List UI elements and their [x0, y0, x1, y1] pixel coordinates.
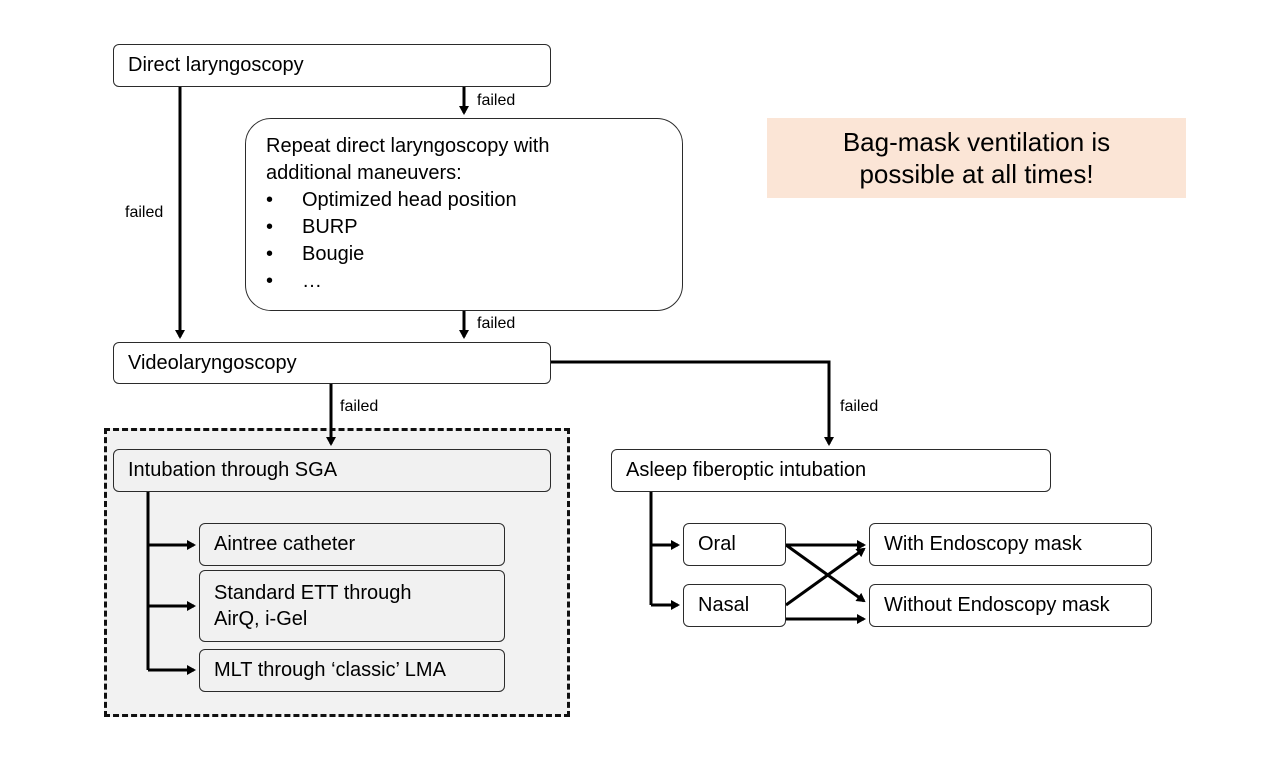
- bag-mask-note: Bag-mask ventilation is possible at all …: [767, 118, 1186, 198]
- node-label: Without Endoscopy mask: [884, 594, 1110, 616]
- arrow-nasal-to-with-mask: [785, 547, 866, 607]
- node-direct-laryngoscopy: Direct laryngoscopy: [113, 44, 551, 87]
- node-label-line2: AirQ, i-Gel: [214, 608, 308, 630]
- node-with-endoscopy-mask: With Endoscopy mask: [869, 523, 1152, 566]
- list-item: …: [266, 268, 682, 295]
- note-line2: possible at all times!: [859, 159, 1094, 189]
- note-line1: Bag-mask ventilation is: [842, 127, 1111, 157]
- node-standard-ett: Standard ETT through AirQ, i-Gel: [199, 570, 505, 642]
- node-label: MLT through ‘classic’ LMA: [214, 659, 446, 681]
- edge-label-failed: failed: [477, 92, 516, 109]
- list-item: Bougie: [266, 241, 682, 268]
- edge-label-failed: failed: [840, 398, 879, 415]
- node-asleep-fiberoptic: Asleep fiberoptic intubation: [611, 449, 1051, 492]
- node-repeat-title-line1: Repeat direct laryngoscopy with: [266, 135, 550, 157]
- node-label: With Endoscopy mask: [884, 533, 1082, 555]
- node-label-line1: Standard ETT through: [214, 582, 412, 604]
- node-without-endoscopy-mask: Without Endoscopy mask: [869, 584, 1152, 627]
- node-repeat-title-line2: additional maneuvers:: [266, 162, 462, 184]
- maneuver-list: Optimized head position BURP Bougie …: [266, 187, 682, 295]
- edge-label-failed: failed: [125, 204, 164, 221]
- node-label: Nasal: [698, 594, 750, 616]
- list-item: BURP: [266, 214, 682, 241]
- node-label: Asleep fiberoptic intubation: [626, 459, 867, 481]
- edge-label-failed: failed: [340, 398, 379, 415]
- arrow-video-to-fiberoptic: [551, 360, 834, 446]
- node-nasal: Nasal: [683, 584, 786, 627]
- node-repeat-laryngoscopy: Repeat direct laryngoscopy with addition…: [245, 118, 683, 311]
- list-item: Optimized head position: [266, 187, 682, 214]
- node-videolaryngoscopy: Videolaryngoscopy: [113, 342, 551, 384]
- node-aintree-catheter: Aintree catheter: [199, 523, 505, 566]
- node-label: Intubation through SGA: [128, 459, 338, 481]
- node-label: Oral: [698, 533, 736, 555]
- node-oral: Oral: [683, 523, 786, 566]
- node-intubation-sga: Intubation through SGA: [113, 449, 551, 492]
- node-mlt-lma: MLT through ‘classic’ LMA: [199, 649, 505, 692]
- node-label: Direct laryngoscopy: [128, 54, 304, 76]
- arrow-oral-to-without-mask: [785, 543, 866, 603]
- node-label: Videolaryngoscopy: [128, 351, 297, 374]
- node-label: Aintree catheter: [214, 533, 356, 555]
- edge-label-failed: failed: [477, 315, 516, 332]
